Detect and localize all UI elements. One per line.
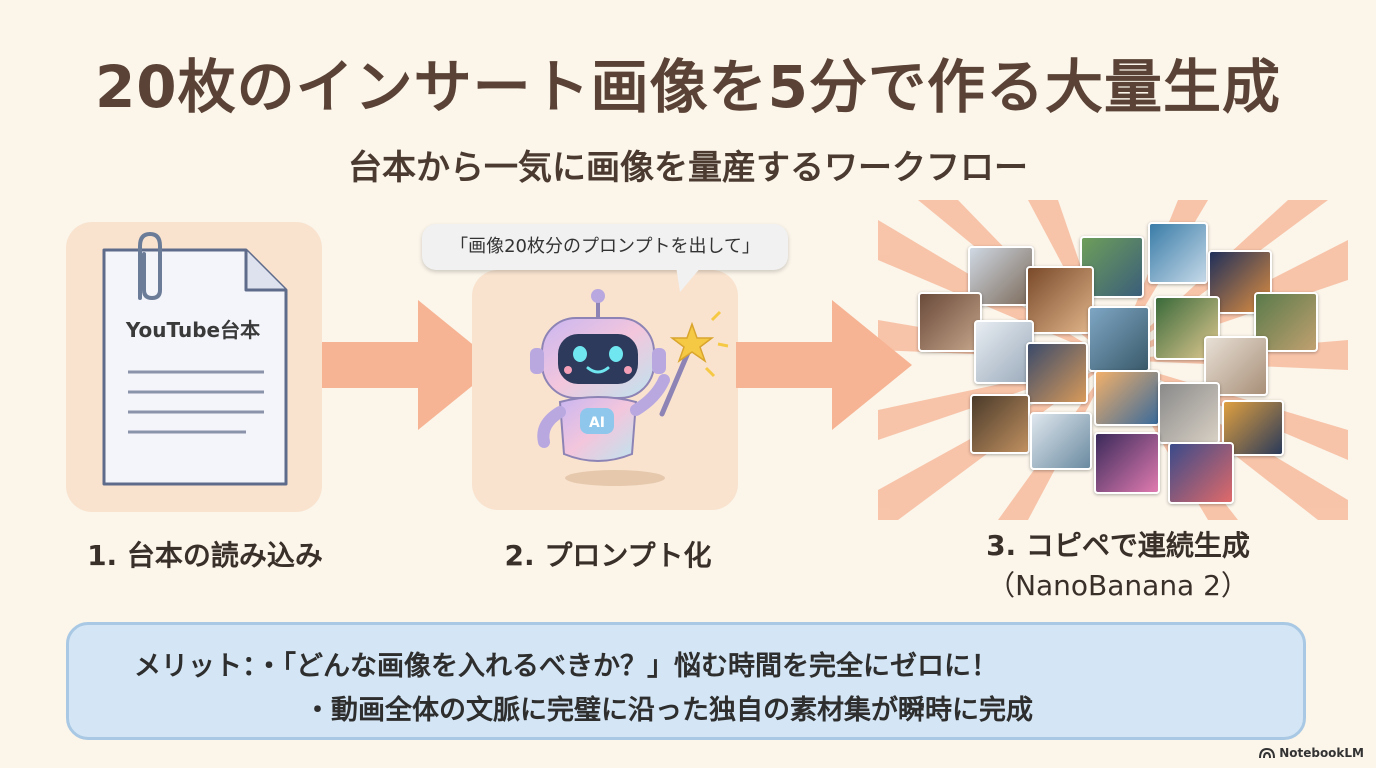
paperclip-icon: [138, 232, 162, 301]
collage-thumb: [1158, 382, 1220, 444]
arrow-right-icon: [322, 300, 498, 430]
speech-bubble-tail: [676, 266, 702, 292]
prompt-speech-bubble: 「画像20枚分のプロンプトを出して」: [422, 224, 788, 270]
step-3-label: 3. コピペで連続生成: [986, 529, 1250, 562]
notebooklm-logo-icon: [1259, 747, 1276, 759]
collage-thumb: [1148, 222, 1208, 284]
document-icon: [102, 232, 288, 486]
collage-thumb: [1094, 432, 1160, 494]
page-subtitle: 台本から一気に画像を量産するワークフロー: [348, 148, 1028, 188]
page-title: 20枚のインサート画像を5分で作る大量生成: [94, 53, 1282, 121]
notebooklm-brand: NotebookLM: [1259, 746, 1364, 760]
collage-thumb: [970, 394, 1030, 454]
robot-icon: AI: [530, 289, 729, 486]
step-2-label: 2. プロンプト化: [504, 539, 712, 572]
merit-prefix: メリット：: [134, 651, 256, 682]
collage-thumb: [974, 320, 1034, 384]
brand-label: NotebookLM: [1279, 746, 1364, 760]
collage-thumb: [1030, 412, 1092, 470]
collage-thumb: [1168, 442, 1234, 504]
collage-thumb: [1026, 342, 1088, 404]
step-1-label: 1. 台本の読み込み: [87, 539, 323, 572]
collage-thumb: [1094, 370, 1160, 426]
collage-thumb: [1026, 266, 1094, 334]
image-collage-icon: [878, 200, 1348, 520]
merit-box: [66, 622, 1306, 740]
merit-point-1: ・「どんな画像を入れるべきか？」悩む時間を完全にゼロに！: [255, 651, 999, 682]
collage-thumb: [1088, 306, 1150, 372]
document-label: YouTube台本: [125, 318, 261, 342]
collage-thumb: [1222, 400, 1284, 456]
ai-badge: AI: [589, 415, 605, 431]
collage-thumb: [918, 292, 982, 352]
arrow-right-icon: [736, 300, 912, 430]
magic-wand-icon: [659, 310, 729, 417]
step-3-sublabel: （NanoBanana 2）: [987, 569, 1249, 602]
merit-line-1: メリット：・「どんな画像を入れるべきか？」悩む時間を完全にゼロに！: [134, 644, 998, 683]
merit-point-2: ・動画全体の文脈に完璧に沿った独自の素材集が瞬時に完成: [304, 695, 1033, 726]
collage-thumb: [1154, 296, 1220, 360]
